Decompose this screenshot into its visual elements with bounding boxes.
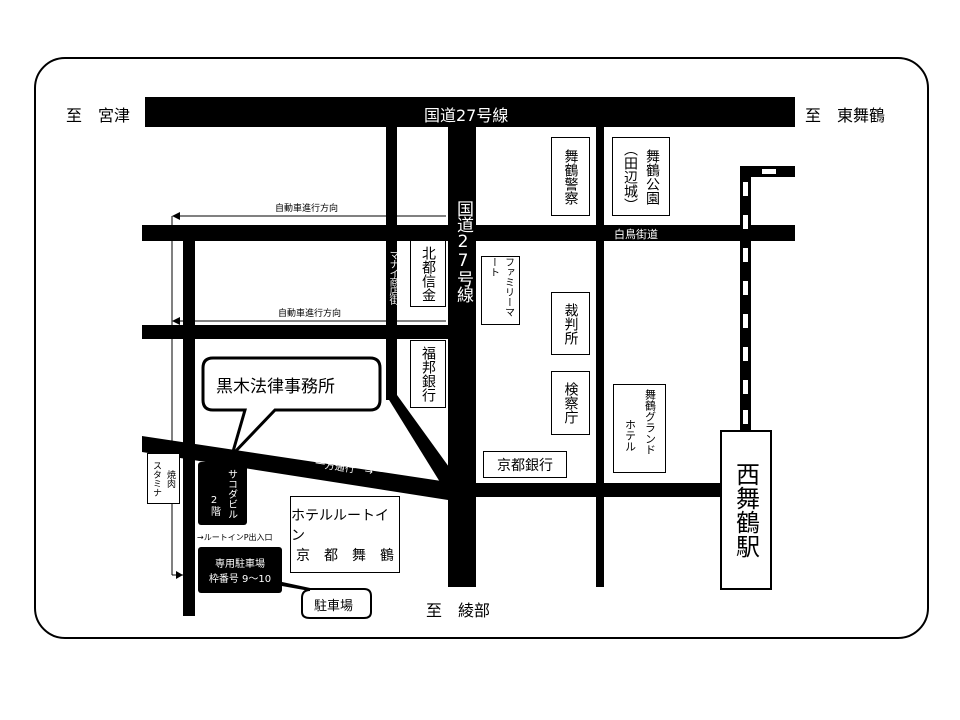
route27-horizontal-road [145, 97, 795, 127]
yakiniku-stamina: 焼肉 スタミナ [147, 453, 180, 504]
building-floor: 2階 [208, 495, 220, 516]
route27-label: 国道27号線 [424, 106, 509, 125]
parking-title: 専用駐車場 [215, 559, 265, 570]
mainai-label: マナイ商店街 [387, 250, 398, 304]
office-callout [201, 356, 382, 457]
car-direction-label-1: 自動車進行方向 [275, 204, 339, 214]
building-name: サコダビル [225, 468, 237, 519]
parking-spaces: 枠番号 9〜10 [208, 574, 272, 585]
kyoto-bank: 京都銀行 [483, 451, 567, 478]
prosecutor-office: 検察庁 [551, 371, 590, 435]
parking-callout [281, 581, 372, 619]
grand-hotel: 舞鶴グランド ホテル [613, 384, 666, 473]
stamina-label: スタミナ [151, 460, 161, 497]
nishi-maizuru-station: 西舞鶴駅 [720, 430, 772, 590]
route-inn-location: 京 都 舞 鶴 [296, 547, 394, 564]
police-station: 舞鶴警察 [551, 137, 590, 216]
yakiniku-label: 焼肉 [165, 469, 175, 488]
office-name: 黒木法律事務所 [216, 377, 335, 397]
park-name: 舞鶴公園 [644, 148, 660, 205]
dedicated-parking: 専用駐車場 枠番号 9〜10 [198, 547, 282, 593]
middle-road [142, 325, 448, 339]
fukuho-ginko: 福邦銀行 [410, 340, 446, 408]
hokuto-shinkin: 北都信金 [410, 240, 446, 307]
maizuru-park: 舞鶴公園 （田辺城） [612, 137, 670, 216]
car-direction-label-2: 自動車進行方向 [278, 309, 342, 319]
car-direction-arrows [171, 215, 446, 576]
court: 裁判所 [551, 292, 590, 355]
hakucho-label: 白鳥街道 [614, 228, 658, 241]
to-ayabe-label: 至 綾部 [426, 601, 491, 620]
right-road [596, 127, 604, 587]
grand-hotel-suffix: ホテル [623, 419, 637, 452]
sakoda-building: サコダビル 2階 [198, 462, 247, 525]
to-higashi-maizuru-label: 至 東舞鶴 [805, 106, 886, 125]
hotel-route-inn: ホテルルートイン 京 都 舞 鶴 [290, 496, 400, 573]
parking-callout-label: 駐車場 [314, 599, 354, 614]
to-miyazu-label: 至 宮津 [66, 106, 131, 125]
mainai-diagonal-road [386, 395, 462, 495]
hakucho-road [142, 225, 795, 241]
one-way-road [142, 436, 448, 500]
map-frame [34, 57, 929, 639]
mainai-road [386, 127, 397, 400]
parking-entrance-label: →ルートインP出入口 [197, 533, 273, 542]
left-road [183, 236, 195, 616]
park-castle: （田辺城） [622, 141, 638, 212]
route27-vertical-road [448, 127, 476, 587]
route27-vertical-label: 国道27号線 [453, 200, 473, 302]
grand-hotel-name: 舞鶴グランド [643, 389, 657, 455]
familymart: ファミリーマート [481, 256, 520, 325]
route-inn-name: ホテルルートイン [291, 507, 389, 544]
